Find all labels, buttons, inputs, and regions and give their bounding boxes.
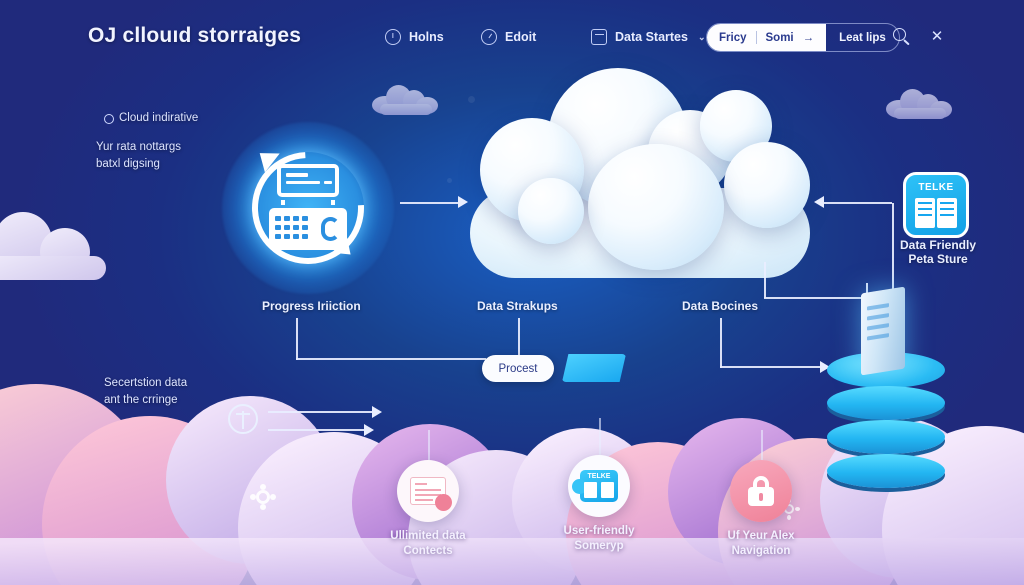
cloud-indicative-label: Cloud indirative [119,112,199,124]
chevron-down-icon[interactable]: ⌄ [697,31,706,42]
close-icon[interactable]: ✕ [930,28,944,45]
feature-caption-line2: Contects [403,545,453,557]
bokeh-dot [468,96,475,103]
arrow-right-icon [364,424,374,436]
header-toggle-pill[interactable]: Fricy Somi → Leat lips [706,23,900,52]
connector-line [400,202,460,204]
feature-caption-line1: Uf Yeur Alex [727,530,795,542]
feature-caption-line1: Ullimited data [390,530,466,542]
arrow-right-icon [458,196,468,208]
sidebar-secondary-line2: ant the crringe [104,394,178,406]
arrow-right-icon [820,361,830,373]
feature-caption-line2: Navigation [731,545,791,557]
cloud-indicative-badge: Cloud indirative [104,110,198,127]
arrow-right-icon [372,406,382,418]
connector-line [720,366,824,368]
connector-line [268,429,366,431]
nav-label: Data Startes [615,30,688,44]
flow-label-bodies: Data Bocines [682,299,759,313]
pill-divider [755,31,757,44]
flow-label-progress: Progress Iriiction [262,299,361,313]
feature-caption: User-friendly Someryp [524,524,674,554]
sidebar-body: Yur rata nottargs batxl digsing [96,139,181,173]
telke-card-icon[interactable]: TELKE [903,172,969,238]
feature-user-friendly[interactable]: TELKE User-friendly Someryp [524,455,674,554]
side-cloud-left [0,210,110,280]
telke-card-icon: TELKE [572,470,618,502]
nav-item-holns[interactable]: Holns [385,29,444,45]
connector-line [764,262,766,298]
sidebar-body-line2: batxl digsing [96,158,160,170]
nav-item-edoit[interactable]: Edoit [481,29,536,45]
clock-icon [481,29,497,45]
arrow-right-icon: → [802,31,815,44]
flow-label-backups: Data Strakups [477,299,558,313]
right-card-caption-line1: Data Friendly [899,238,977,252]
right-card-caption-line2: Peta Sture [908,252,968,266]
feature-icon-wrap [397,460,459,522]
sync-refresh-icon [222,122,394,294]
nav-item-data-startes[interactable]: Data Startes ⌄ [591,29,706,45]
gear-icon [250,484,276,510]
mini-cloud-left [372,84,438,115]
pill-left-label: Fricy [719,31,747,44]
feature-icon-wrap: TELKE [568,455,630,517]
archive-icon [591,29,607,45]
connector-line [822,202,892,204]
connector-line [296,318,298,360]
feature-caption: Ullimited data Contects [353,529,503,559]
pill-segment-active[interactable]: Fricy Somi → [707,24,827,51]
process-parallelogram[interactable] [562,354,626,382]
connector-line [761,430,763,460]
connector-line [428,430,430,462]
connector-line [268,411,374,413]
feature-caption-line1: User-friendly [563,525,635,537]
connector-line [866,283,868,299]
process-node[interactable]: Procest [482,355,554,382]
sidebar-secondary: Secertstion data ant the crringe [104,375,187,409]
sidebar-secondary-line1: Secertstion data [104,377,188,389]
connector-line [599,418,601,460]
download-icon [385,29,401,45]
lock-icon [748,476,774,506]
feature-caption-line2: Someryp [574,540,624,552]
search-icon[interactable] [893,28,911,46]
connector-line [764,297,868,299]
document-table-icon [410,477,452,511]
mini-cloud-right [886,88,952,119]
brand-title: OJ cllouıd storraiges [88,24,302,47]
clock-icon [104,113,114,124]
feature-unlimited-data[interactable]: Ullimited data Contects [353,460,503,559]
arrow-left-icon [814,196,824,208]
database-stack-icon [827,286,947,488]
right-card-caption: Data Friendly Peta Sture [888,238,988,266]
sidebar-body-line1: Yur rata nottargs [96,141,182,153]
feature-caption: Uf Yeur Alex Navigation [686,529,836,559]
connector-line [518,318,520,356]
telke-title: TELKE [918,182,954,193]
pill-mid-label: Somi [765,31,794,44]
nav-label: Holns [409,30,444,44]
cloud-icon [452,68,832,283]
telke-title: TELKE [587,473,611,480]
feature-navigation[interactable]: Uf Yeur Alex Navigation [686,460,836,559]
connector-line [296,358,486,360]
nav-label: Edoit [505,30,537,44]
connector-line [720,318,722,368]
connector-line [892,203,894,299]
bokeh-dot [447,178,452,183]
top-header-bar: OJ cllouıd storraiges Holns Edoit Data S… [0,0,1024,72]
upload-circle-icon [228,404,258,434]
pill-right-label[interactable]: Leat lips [839,31,886,44]
feature-icon-wrap [730,460,792,522]
